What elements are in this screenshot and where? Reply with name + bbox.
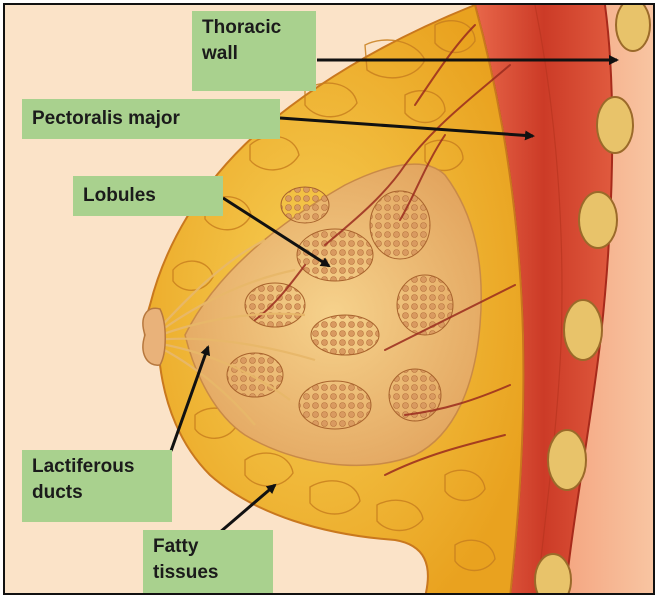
nipple — [143, 308, 165, 365]
label-lobules: Lobules — [73, 176, 223, 216]
label-fatty-tissues: Fatty tissues — [143, 530, 273, 595]
label-pectoralis-major: Pectoralis major — [22, 99, 280, 139]
label-thoracic-wall: Thoracic wall — [192, 11, 316, 91]
label-lactiferous-ducts: Lactiferous ducts — [22, 450, 172, 522]
diagram-frame: Thoracic wall Pectoralis major Lobules L… — [3, 3, 655, 595]
